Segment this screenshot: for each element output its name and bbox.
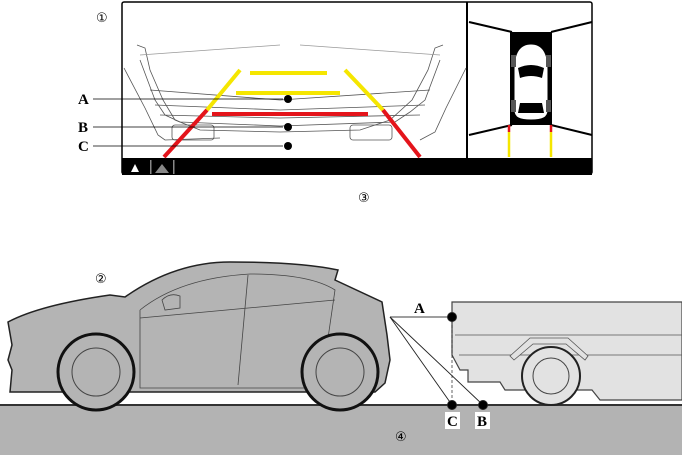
top-view-panel <box>468 21 593 157</box>
side-view: A C B ② ④ <box>0 261 682 455</box>
status-bar <box>122 158 592 175</box>
side-label-b: B <box>477 414 487 430</box>
camera-callouts: A B C <box>78 92 292 155</box>
camera-mode-icon <box>128 160 175 174</box>
rear-bumper-outline <box>123 44 467 141</box>
callout-3: ③ <box>358 191 370 206</box>
monitor-display: A B C ① ③ <box>78 1 593 206</box>
side-label-a: A <box>414 301 425 317</box>
callout-4: ④ <box>395 430 407 445</box>
side-label-c: C <box>447 414 458 430</box>
ground <box>0 405 682 455</box>
camera-range-lines <box>389 312 488 410</box>
callout-1: ① <box>96 11 108 26</box>
guide-lines <box>162 68 422 159</box>
callout-2: ② <box>95 272 107 287</box>
label-b: B <box>78 120 88 136</box>
label-c: C <box>78 139 89 155</box>
label-a: A <box>78 92 89 108</box>
